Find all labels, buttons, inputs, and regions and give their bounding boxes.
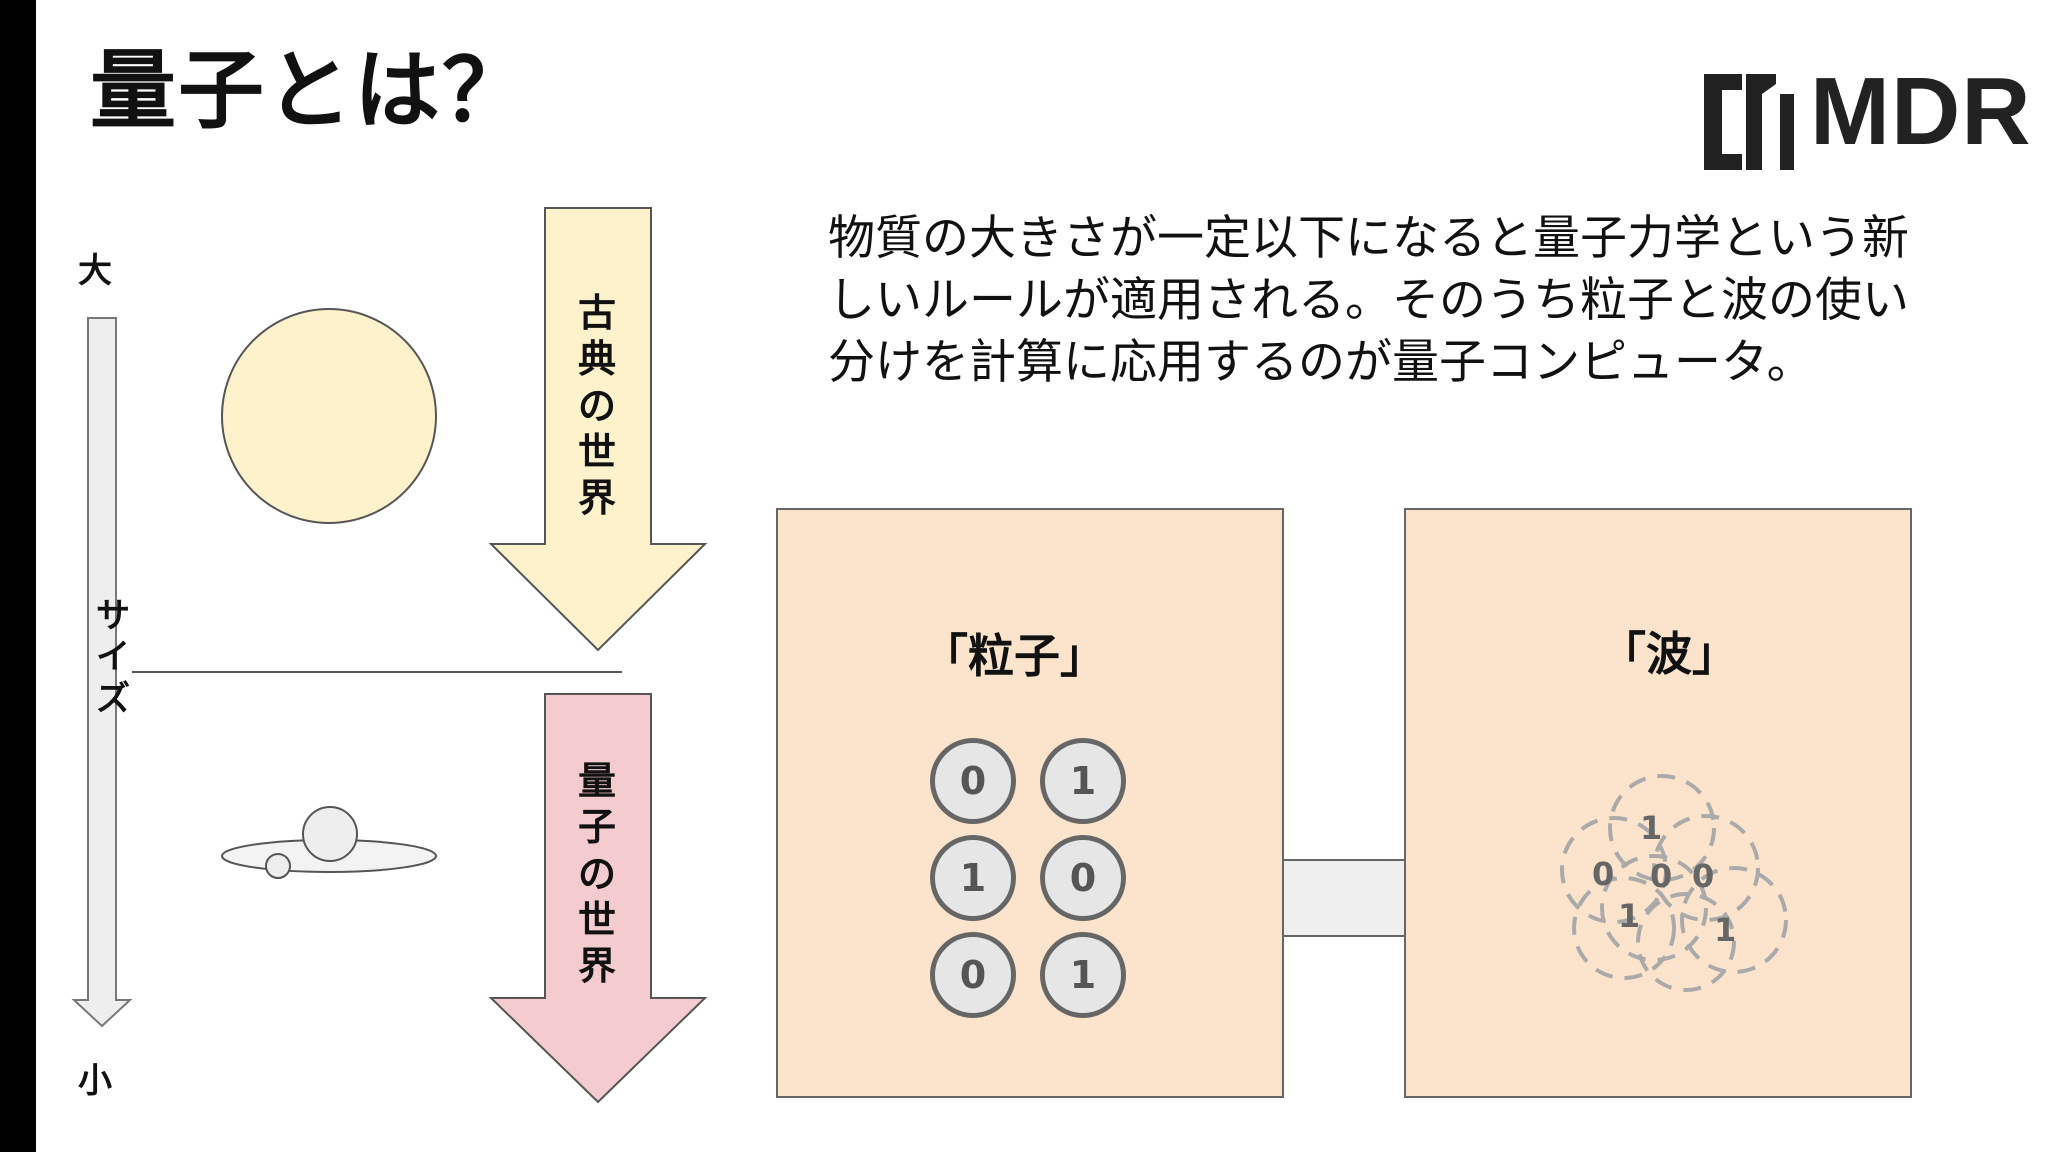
- wave-bit: 0: [1692, 857, 1715, 895]
- particle-bit: 0: [930, 932, 1016, 1018]
- size-axis-arrow: [71, 317, 133, 1028]
- size-char: ズ: [96, 678, 130, 719]
- atom-nucleus: [302, 806, 358, 862]
- classical-char: 世: [578, 430, 617, 475]
- atom-electron: [265, 853, 291, 879]
- quantum-char: 量: [578, 759, 617, 803]
- quantum-char: 世: [578, 898, 617, 943]
- wave-bit: 1: [1640, 809, 1663, 847]
- classical-object-circle: [221, 308, 437, 524]
- size-large-label: 大: [78, 251, 112, 291]
- wave-bit: 1: [1618, 897, 1641, 935]
- size-char: イ: [96, 637, 130, 678]
- wave-bit: 1: [1714, 911, 1737, 949]
- quantum-char: 界: [578, 944, 617, 989]
- particle-panel: 「粒子」 0 1 1 0 0 1: [776, 508, 1284, 1098]
- wave-bit: 0: [1592, 855, 1615, 893]
- wave-panel: 「波」 1 0 0 0 1 1: [1404, 508, 1912, 1098]
- wave-label: 「波」: [1600, 627, 1738, 681]
- classical-char: の: [578, 383, 617, 428]
- mdr-logo-icon: [1704, 74, 1794, 170]
- slide-title: 量子とは？: [90, 41, 530, 141]
- quantum-world-label: 量 子 の 世 界: [578, 758, 616, 990]
- wave-bit: 0: [1650, 857, 1673, 895]
- size-axis-label: サ イ ズ: [96, 596, 130, 720]
- particle-bit: 1: [1040, 738, 1126, 824]
- classical-char: 界: [578, 476, 617, 521]
- wave-superposition-circles: [1560, 774, 1788, 992]
- particle-bit: 0: [1040, 835, 1126, 921]
- particle-bit: 0: [930, 738, 1016, 824]
- particle-label: 「粒子」: [922, 629, 1106, 683]
- classical-char: 典: [578, 337, 617, 382]
- size-char: サ: [96, 596, 130, 636]
- description-text: 物質の大きさが一定以下になると量子力学という新しいルールが適用される。そのうち粒…: [828, 211, 1909, 390]
- particle-bit: 1: [1040, 932, 1126, 1018]
- classical-world-label: 古 典 の 世 界: [578, 290, 616, 522]
- particle-bit: 1: [930, 835, 1016, 921]
- logo-text: MDR: [1810, 58, 2032, 165]
- quantum-world-arrow: [488, 693, 708, 1104]
- quantum-char: 子: [578, 805, 617, 850]
- quantum-char: の: [578, 851, 617, 896]
- classical-char: 古: [578, 291, 617, 335]
- left-edge-bar: [0, 0, 36, 1152]
- size-small-label: 小: [78, 1061, 112, 1101]
- classical-world-arrow: [488, 207, 708, 652]
